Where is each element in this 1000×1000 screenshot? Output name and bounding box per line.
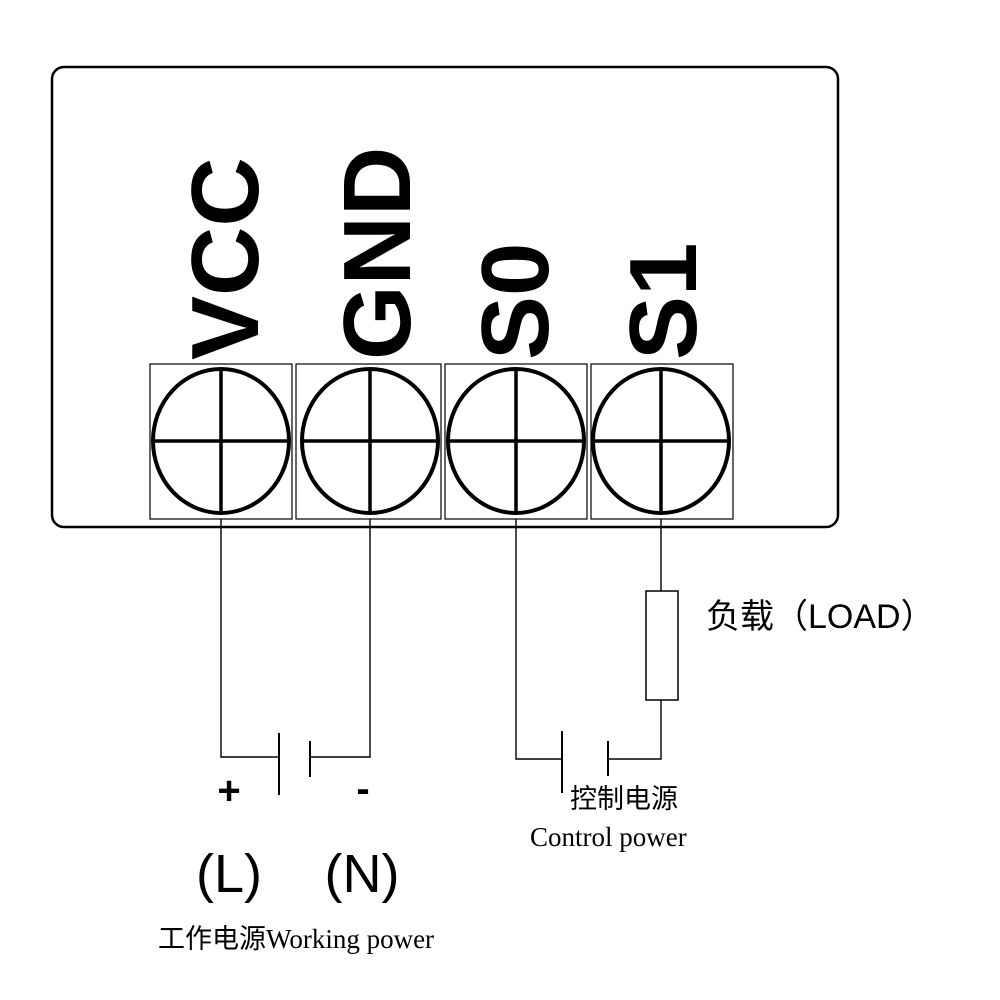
plus-sign: +: [217, 769, 240, 813]
screw-icon: [446, 367, 586, 515]
terminal-label-gnd: GND: [324, 147, 431, 360]
neutral-label: (N): [325, 844, 400, 904]
screw-icon: [300, 367, 440, 515]
screw-icon: [591, 367, 731, 515]
working-power-wiring: [220, 519, 371, 758]
load-resistor-icon: [645, 590, 679, 701]
terminal-label-s1: S1: [610, 243, 717, 360]
terminal-s1: [590, 363, 734, 520]
screw-icon: [151, 367, 291, 515]
load-label: 负载（LOAD）: [706, 598, 935, 636]
control-power-caption-cn: 控制电源: [570, 784, 678, 814]
terminal-label-s0: S0: [462, 243, 569, 360]
minus-sign: -: [356, 767, 369, 811]
battery-icon: [561, 731, 609, 793]
battery-icon: [278, 733, 311, 795]
terminal-label-vcc: VCC: [172, 157, 279, 360]
terminal-s0: [444, 363, 588, 520]
control-power-caption-en: Control power: [530, 822, 687, 852]
terminal-vcc: [149, 363, 293, 520]
live-label: (L): [196, 844, 262, 904]
working-power-caption: 工作电源Working power: [158, 924, 434, 954]
terminal-gnd: [295, 363, 442, 520]
control-power-wiring: [515, 519, 662, 760]
